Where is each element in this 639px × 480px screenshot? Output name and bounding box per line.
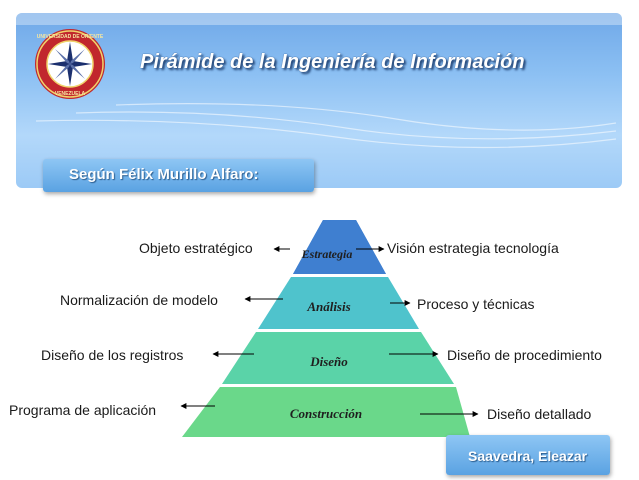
header-banner [16,13,622,188]
level-label-analisis: Análisis [307,299,351,314]
level-label-diseno: Diseño [310,354,348,369]
author-box [446,435,610,475]
left-label-programa-aplicacion: Programa de aplicación [9,402,157,418]
pyramid-level-diseno [222,332,454,384]
author-name: Saavedra, Eleazar [468,448,588,464]
left-label-objeto-estrategico: Objeto estratégico [139,240,253,256]
slide-title: Pirámide de la Ingeniería de Información [140,51,525,73]
subtitle: Según Félix Murillo Alfaro: [69,166,259,183]
pyramid-level-analisis [258,277,419,329]
right-label-proceso-tecnicas: Proceso y técnicas [417,296,535,312]
right-label-diseno-detallado: Diseño detallado [487,406,592,422]
left-label-diseno-registros: Diseño de los registros [41,347,184,363]
right-label-diseno-procedimiento: Diseño de procedimiento [447,347,602,363]
level-label-estrategia: Estrategia [301,247,353,261]
level-label-construccion: Construcción [289,406,363,421]
right-label-vision-estrategia: Visión estrategia tecnología [387,240,559,256]
subtitle-box [43,159,314,192]
pyramid-level-construccion [182,387,470,437]
decorative-wave [35,103,617,149]
header-highlight [16,13,622,25]
left-label-normalizacion: Normalización de modelo [60,292,218,308]
seal-text: UNIVERSIDAD DE ORIENTE [37,34,104,40]
pyramid-apex [293,220,386,274]
svg-text:VENEZUELA: VENEZUELA [55,91,86,97]
university-seal: UNIVERSIDAD DE ORIENTE VENEZUELA [35,29,105,99]
